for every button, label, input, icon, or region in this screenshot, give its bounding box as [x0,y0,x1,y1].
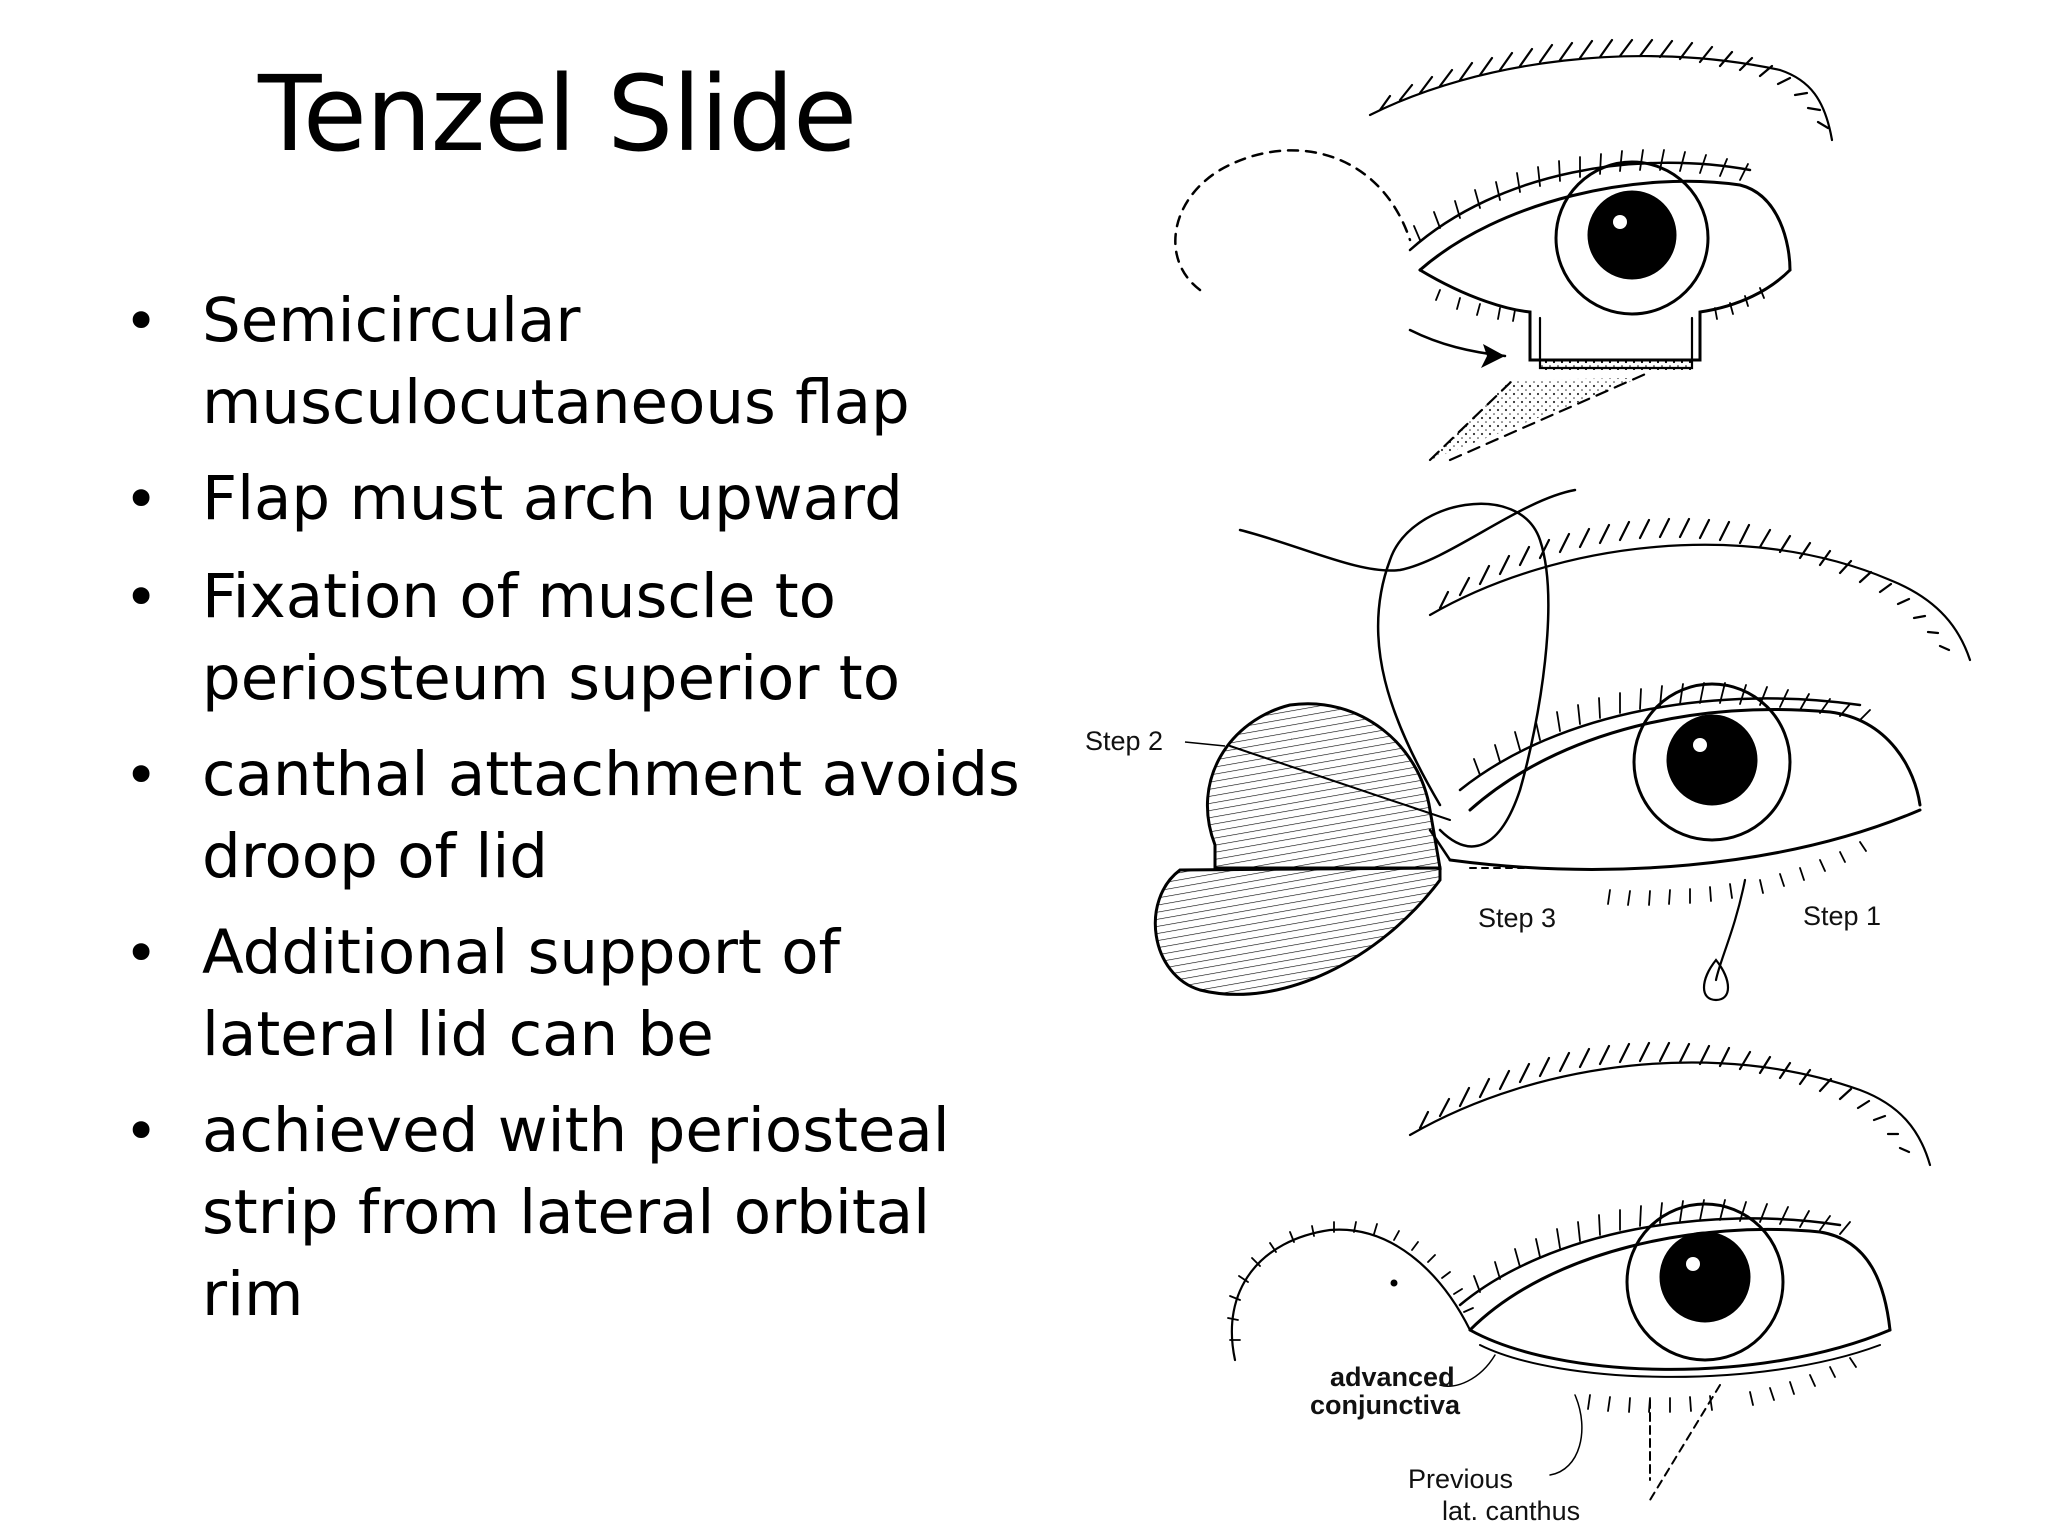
bullet-dot-icon: • [124,563,159,631]
eyebrow-icon [1428,517,1972,662]
bullet-text: canthal attachment avoids droop of lid [202,739,1020,892]
bullet-text: Additional support of lateral lid can be [202,917,840,1070]
step-1-label: Step 1 [1803,901,1881,931]
bullet-text: Semicircular musculocutaneous flap [202,285,910,438]
step-2-leader-line [1184,741,1226,747]
bullet-text: achieved with periosteal strip from late… [202,1095,950,1330]
pupil-icon [1666,714,1758,806]
eye-panel-3 [1227,1041,1932,1501]
bullet-item: • Semicircular musculocutaneous flap [118,280,1022,444]
step-2-label: Step 2 [1085,726,1163,756]
bullet-text: Fixation of muscle to periosteum superio… [202,561,901,714]
bullet-item: • canthal attachment avoids droop of lid [118,734,1022,898]
previous-lat-canthus-label-line1: Previous [1408,1464,1513,1494]
eye-panel-2 [1153,488,1972,1002]
bullet-item: • achieved with periosteal strip from la… [118,1090,1022,1336]
slide-title: Tenzel Slide [258,53,857,175]
eyebrow-icon [1368,38,1834,142]
advanced-conjunctiva-label-line1: advanced [1330,1362,1455,1392]
bullet-item: • Flap must arch upward [118,458,1022,540]
bullet-item: • Additional support of lateral lid can … [118,912,1022,1076]
bullet-dot-icon: • [124,919,159,987]
bullet-dot-icon: • [124,1097,159,1165]
bullet-dot-icon: • [124,287,159,355]
previous-lat-canthus-label-line2: lat. canthus [1442,1496,1580,1526]
bullet-dot-icon: • [124,465,159,533]
bullet-text: Flap must arch upward [202,463,903,534]
eyebrow-icon [1408,1041,1932,1167]
bullet-item: • Fixation of muscle to periosteum super… [118,556,1022,720]
step-3-label: Step 3 [1478,903,1556,933]
eye-panel-1 [1174,38,1834,462]
pupil-icon [1587,190,1677,280]
bullet-dot-icon: • [124,741,159,809]
advanced-conjunctiva-label-line2: conjunctiva [1310,1390,1461,1420]
pupil-icon [1659,1231,1751,1323]
